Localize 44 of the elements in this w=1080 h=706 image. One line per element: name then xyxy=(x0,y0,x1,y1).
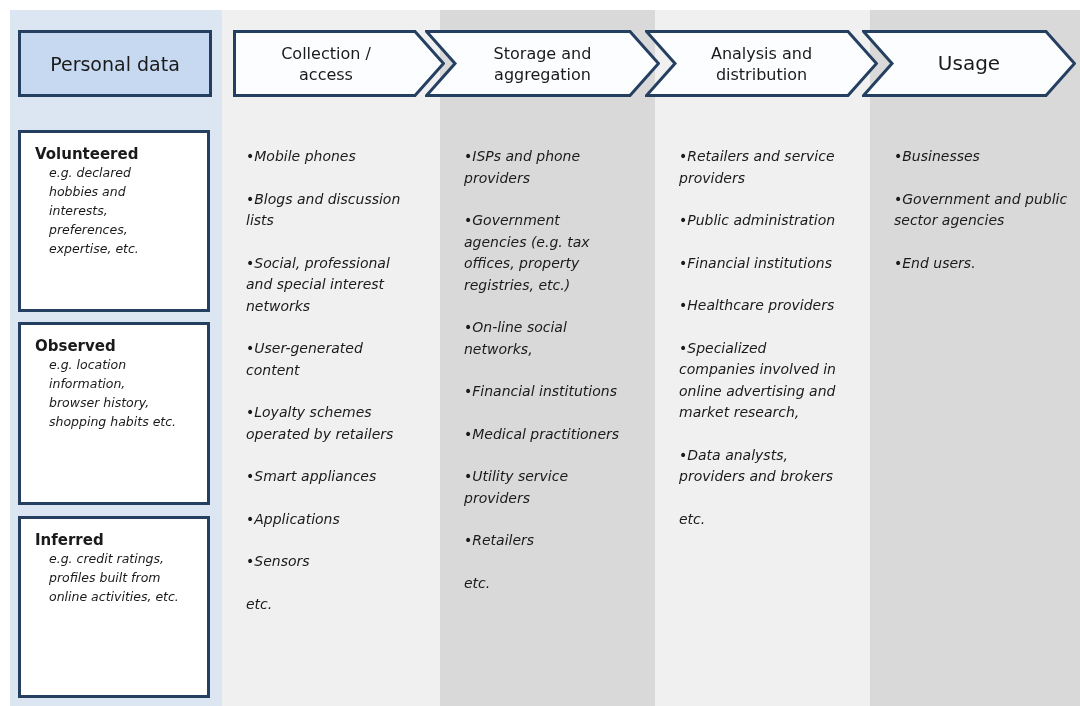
header-box xyxy=(18,30,212,97)
list-item: •Medical practitioners xyxy=(464,424,621,444)
category-description: e.g. declared hobbies and interests, preferences, expertise, etc. xyxy=(49,164,140,258)
list-item: etc. xyxy=(464,573,492,593)
list-item: •Retailers xyxy=(464,531,536,550)
list-item: •Sensors xyxy=(246,552,311,571)
list-item: •Smart appliances xyxy=(246,467,378,486)
column-band xyxy=(222,108,440,706)
stage-title: Storage and aggregation xyxy=(492,42,593,85)
category-description: e.g. location information, browser history, shopping habits etc. xyxy=(49,356,178,431)
category-title: Volunteered xyxy=(35,145,140,163)
category-box xyxy=(18,516,210,698)
category-description: e.g. credit ratings, profiles built from online activities, etc. xyxy=(49,550,179,606)
list-item: •Utility service providers xyxy=(464,467,570,508)
category-box xyxy=(18,130,210,312)
list-item: etc. xyxy=(679,509,707,529)
list-item: •Healthcare providers xyxy=(679,296,836,315)
category-title: Inferred xyxy=(35,531,105,549)
header-text: Personal data xyxy=(50,52,180,75)
list-item: •ISPs and phone providers xyxy=(464,147,582,188)
list-item: •Retailers and service providers xyxy=(679,147,836,188)
list-item: •Loyalty schemes operated by retailers xyxy=(246,403,395,444)
stage-title: Collection / access xyxy=(280,42,372,85)
list-item: •On-line social networks, xyxy=(464,318,568,359)
list-item: •End users. xyxy=(894,253,977,273)
list-item: •Data analysts, providers and brokers xyxy=(679,445,835,486)
process-step xyxy=(233,30,445,97)
category-box xyxy=(18,322,210,505)
list-item: •User-generated content xyxy=(246,339,364,380)
stage-title: Analysis and distribution xyxy=(709,42,814,85)
list-item: •Government agencies (e.g. tax offices, property registries, etc.) xyxy=(464,211,591,295)
list-item: •Public administration xyxy=(679,211,837,230)
stage-title: Usage xyxy=(937,53,1001,74)
list-item: •Businesses xyxy=(894,147,981,166)
list-item: •Social, professional and special interest networks xyxy=(246,253,391,316)
list-item: etc. xyxy=(246,594,274,614)
list-item: •Financial institutions xyxy=(679,253,833,273)
list-item: •Applications xyxy=(246,509,341,529)
list-item: •Financial institutions xyxy=(464,382,618,401)
list-item: •Government and public sector agencies xyxy=(894,189,1069,230)
list-item: •Mobile phones xyxy=(246,147,357,166)
list-item: •Blogs and discussion lists xyxy=(246,189,402,230)
category-title: Observed xyxy=(35,337,117,355)
list-item: •Specialized companies involved in online advertising and market research, xyxy=(679,338,837,422)
